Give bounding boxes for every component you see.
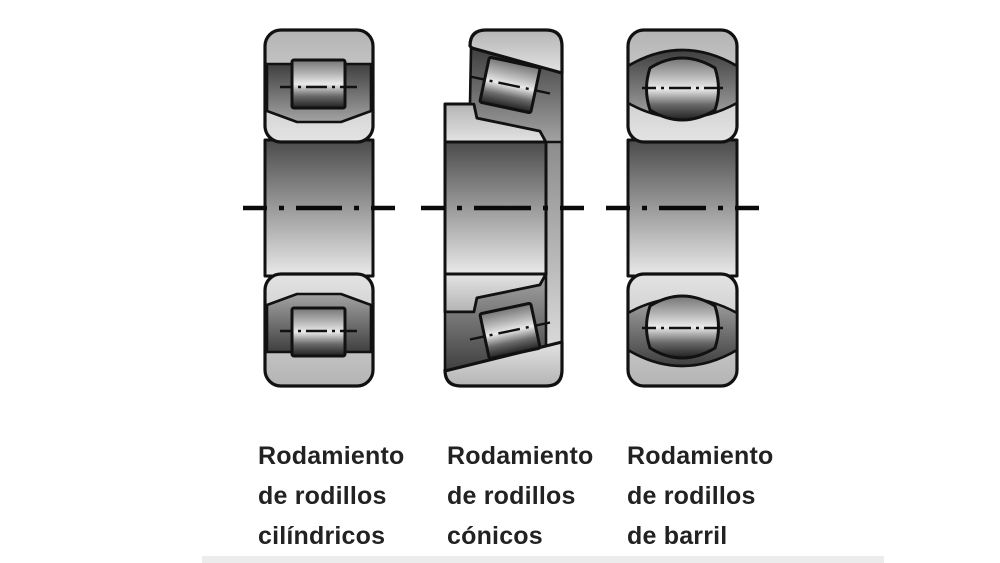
caption-line: de barril: [627, 522, 728, 550]
caption-line: Rodamiento: [627, 442, 774, 470]
figure-bottom-border: [202, 556, 884, 563]
caption-cylindrical-roller-bearing: Rodamiento de rodillos cilíndricos: [258, 436, 404, 556]
tapered-roller-bearing-figure: [443, 28, 564, 388]
caption-line: de rodillos: [627, 482, 756, 510]
caption-tapered-roller-bearing: Rodamiento de rodillos cónicos: [447, 436, 593, 556]
roller-centerline: [469, 321, 551, 341]
roller-centerline: [469, 75, 551, 95]
caption-line: Rodamiento: [447, 442, 594, 470]
caption-line: de rodillos: [447, 482, 576, 510]
caption-line: cónicos: [447, 522, 543, 550]
caption-barrel-roller-bearing: Rodamiento de rodillos de barril: [627, 436, 773, 556]
cylindrical-roller-bearing-figure: [263, 28, 375, 388]
cylindrical-roller: [290, 58, 347, 110]
barrel-roller-bearing-figure: [626, 28, 739, 388]
caption-line: Rodamiento: [258, 442, 405, 470]
caption-line: de rodillos: [258, 482, 387, 510]
caption-line: cilíndricos: [258, 522, 386, 550]
